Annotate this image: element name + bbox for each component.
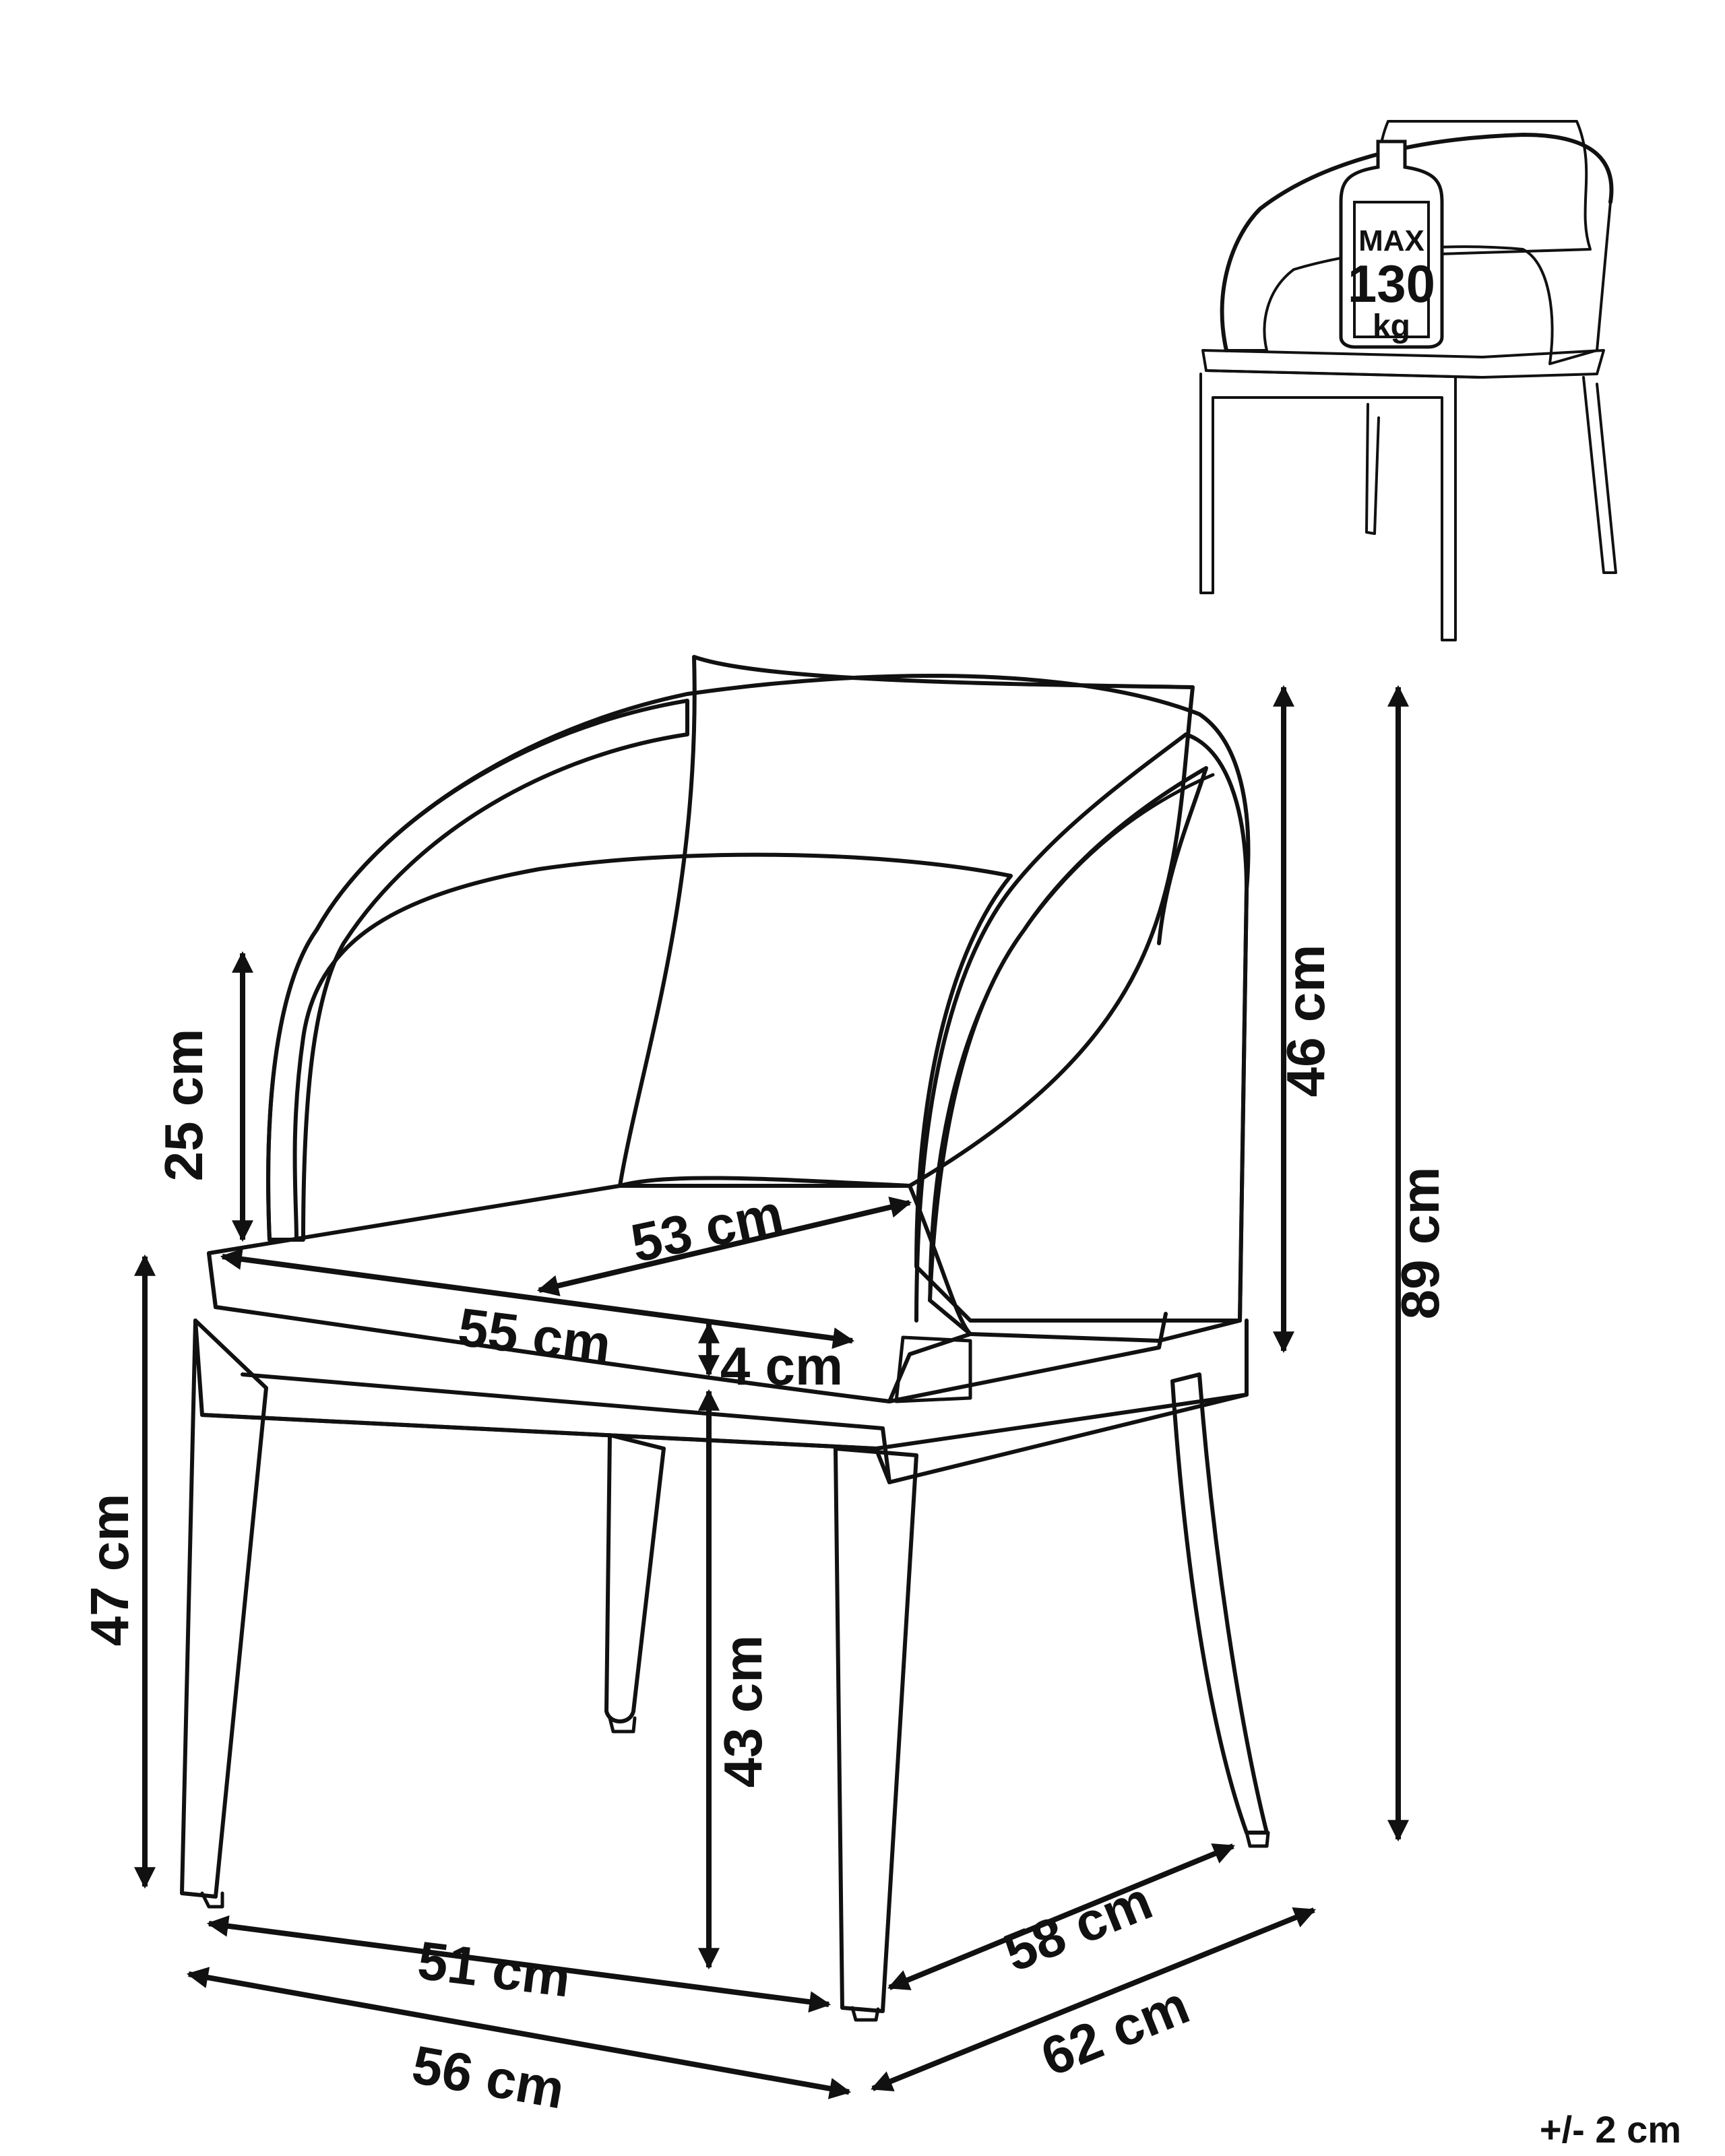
weight-value: 130 [1348, 254, 1435, 313]
label-seat-height: 47 cm [80, 1494, 139, 1647]
label-cushion-thickness: 4 cm [720, 1336, 843, 1396]
arrow-overall-width [186, 1967, 852, 2099]
main-chair [180, 655, 1270, 2022]
label-total-height: 89 cm [1390, 1167, 1450, 1320]
arrow-seat-width [220, 1248, 855, 1350]
label-armrest-height: 25 cm [154, 1029, 214, 1182]
label-frame-depth: 58 cm [996, 1870, 1160, 1983]
weight-unit: kg [1373, 309, 1410, 344]
weight-icon: MAX 130 kg [1339, 139, 1444, 349]
arrow-overall-depth [871, 1907, 1316, 2092]
thumbnail-chair [1199, 120, 1617, 641]
label-frame-height: 43 cm [713, 1635, 773, 1788]
tolerance-note: +/- 2 cm [1540, 2108, 1681, 2151]
label-backrest-height: 46 cm [1276, 945, 1336, 1098]
label-seat-width: 55 cm [455, 1297, 614, 1375]
weight-max-label: MAX [1358, 224, 1424, 257]
label-frame-width: 51 cm [414, 1930, 573, 2008]
dimension-arrows [134, 685, 1409, 2099]
label-seat-depth: 53 cm [626, 1183, 788, 1273]
label-overall-width: 56 cm [408, 2034, 569, 2120]
